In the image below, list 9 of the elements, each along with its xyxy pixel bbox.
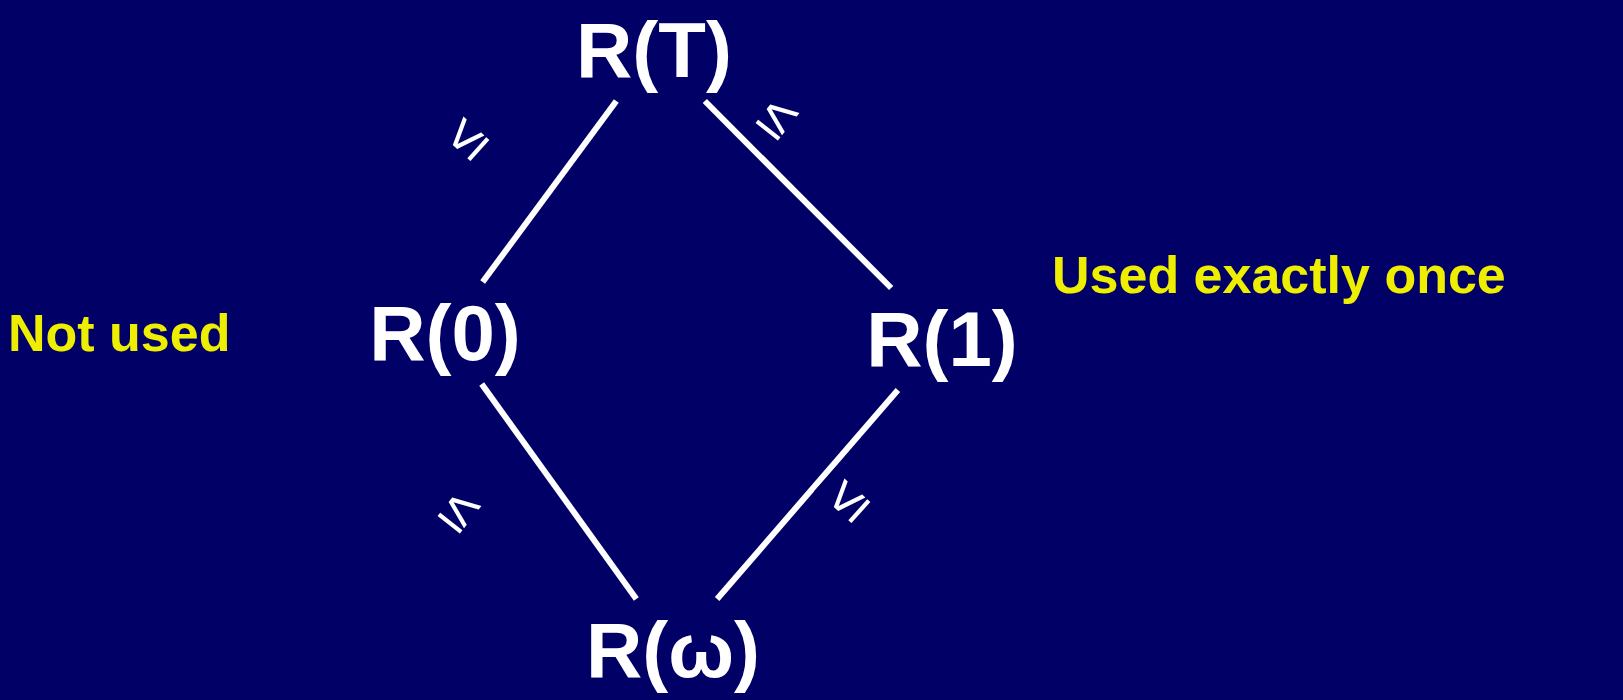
annotation-text: Not used <box>8 307 231 359</box>
node-label: R(0) <box>357 282 533 384</box>
connector-line <box>702 98 894 291</box>
node-label: R(ω) <box>573 599 773 700</box>
connector-line <box>479 382 639 601</box>
connector-line <box>714 388 901 601</box>
node-label: R(1) <box>854 288 1030 390</box>
connector-line <box>480 99 619 284</box>
node-label: R(T) <box>564 0 744 101</box>
